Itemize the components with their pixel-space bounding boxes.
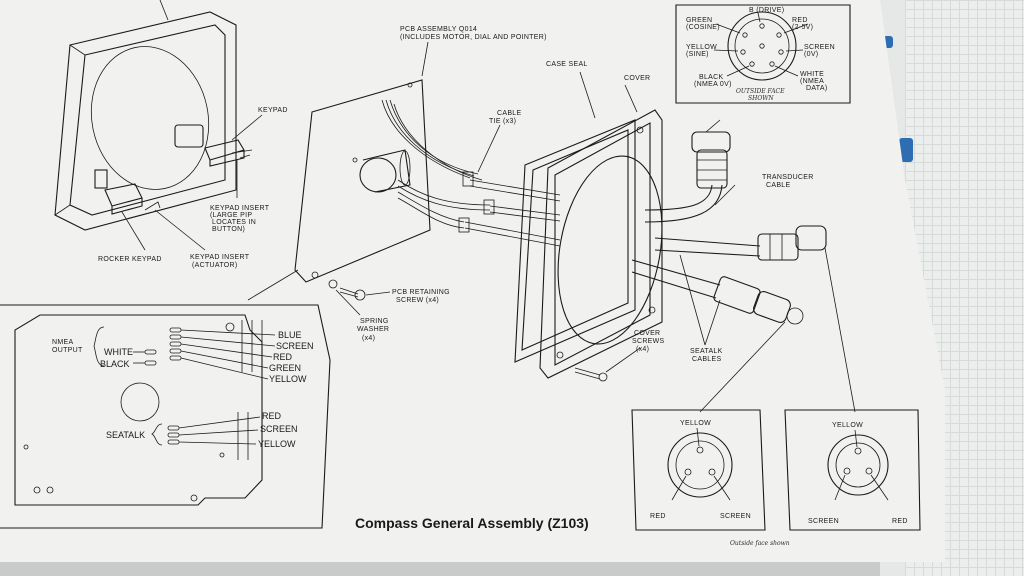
label-cover-screws-desc: SCREWS [632,338,665,345]
case-housing [54,11,237,231]
plug-left-screen: SCREEN [720,513,751,520]
plug-left-yellow: YELLOW [680,420,711,427]
label-spring-washer-desc: WASHER [357,326,389,333]
pin-label-black: BLACK [699,74,723,81]
label-keypad-insert-actuator: KEYPAD INSERT [190,254,250,261]
seatalk-cable [631,259,804,325]
pin-label-white: WHITE [800,71,824,78]
wire-label-screen: SCREEN [276,341,314,351]
rocker-keypad [104,183,143,215]
plug-left-red: RED [650,513,666,520]
blue-tab [883,36,893,48]
leader-lines [121,41,856,413]
plug-right-yellow: YELLOW [832,422,863,429]
label-seatalk-cables-desc: CABLES [692,356,721,363]
wire-label-yellow: YELLOW [269,374,307,384]
pin-label-green-desc: (COSINE) [686,24,720,31]
wire-label-green: GREEN [269,363,301,373]
transducer-cable [644,131,731,223]
label-seatalk-cables: SEATALK [690,348,723,355]
label-transducer-cable-desc: CABLE [766,182,790,189]
label-pcb-assembly-desc: (INCLUDES MOTOR, DIAL AND POINTER) [400,34,547,41]
blue-tab [899,138,913,162]
plug-right-screen: SCREEN [808,518,839,525]
pin-label-white-desc: (NMEA [800,78,824,85]
label-pcb-assembly: PCB ASSEMBLY Q014 [400,26,477,33]
handwritten-note: SHOWN [748,95,774,102]
label-keypad-insert-desc: (LARGE PIP [210,212,252,219]
seatalk-plug-labels: YELLOW RED SCREEN YELLOW SCREEN RED [650,420,908,525]
case-seal [514,119,636,363]
wire-bundle [381,99,561,247]
cover-flange [539,109,663,379]
label-spring-washer: SPRING [360,318,389,325]
pin-label-yellow: YELLOW [686,44,717,51]
label-keypad-insert-desc: BUTTON) [212,226,245,233]
pcb-retaining-screw [328,279,366,301]
label-case-seal: CASE SEAL [546,61,588,68]
plug-right-red: RED [892,518,908,525]
pcb-board [294,79,431,283]
pin-label-b: B (DRIVE) [749,7,784,14]
pin-label-green: GREEN [686,17,712,24]
pcb-wiring-diagram [0,304,331,529]
actuator-insert [144,201,161,211]
nmea-output-label: NMEA [52,339,73,346]
seatalk-wire-yellow: YELLOW [258,439,296,449]
seatalk-label: SEATALK [106,430,145,440]
pin-label-red: RED [792,17,808,24]
nmea-output-label: OUTPUT [52,347,83,354]
pin-label-red-desc: (2-5V) [792,24,813,31]
label-cover-screws: COVER [634,330,660,337]
figure-caption: Compass General Assembly (Z103) [355,515,589,531]
pcb-wiring-labels: NMEA OUTPUT WHITE BLACK BLUE SCREEN RED … [52,330,314,449]
wire-label-blue: BLUE [278,330,302,340]
seatalk-plug-left [631,409,766,531]
label-rocker-keypad: ROCKER KEYPAD [98,256,162,263]
cover-screw [574,367,608,382]
label-pcb-retaining-screw-qty: SCREW (x4) [396,297,439,304]
label-pcb-retaining-screw: PCB RETAINING [392,289,450,296]
label-transducer-cable: TRANSDUCER [762,174,814,181]
callout-labels: PCB ASSEMBLY Q014 (INCLUDES MOTOR, DIAL … [98,26,814,363]
label-cover-screws-qty: (x4) [636,346,649,353]
label-keypad-insert-actuator-desc: (ACTUATOR) [192,262,238,269]
connector-pin-labels: B (DRIVE) GREEN (COSINE) RED (2-5V) YELL… [686,7,835,102]
label-spring-washer-qty: (x4) [362,335,375,342]
label-keypad: KEYPAD [258,107,288,114]
nmea-black-label: BLACK [100,359,130,369]
pin-label-black-desc: (NMEA 0V) [694,81,732,88]
label-cable-tie-qty: TIE (x3) [489,118,516,125]
label-cover: COVER [624,75,650,82]
seatalk-cable [654,225,827,261]
leader-line [159,0,169,21]
seatalk-wire-red: RED [262,411,282,421]
handwritten-note: OUTSIDE FACE [736,88,785,95]
label-keypad-insert: KEYPAD INSERT [210,205,270,212]
pin-label-screen: SCREEN [804,44,835,51]
pin-label-screen-desc: (0V) [804,51,818,58]
label-keypad-insert-desc: LOCATES IN [212,219,256,226]
handwritten-annotation: Outside face shown [730,540,790,547]
pin-label-white-desc2: DATA) [806,85,827,92]
nmea-white-label: WHITE [104,347,133,357]
connector-pin-diagram [675,4,851,104]
pin-label-yellow-desc: (SINE) [686,51,709,58]
seatalk-wire-screen: SCREEN [260,424,298,434]
keypad-part [204,139,253,167]
wire-label-red: RED [273,352,293,362]
label-cable-tie: CABLE [497,110,521,117]
seatalk-plug-right [784,409,921,531]
